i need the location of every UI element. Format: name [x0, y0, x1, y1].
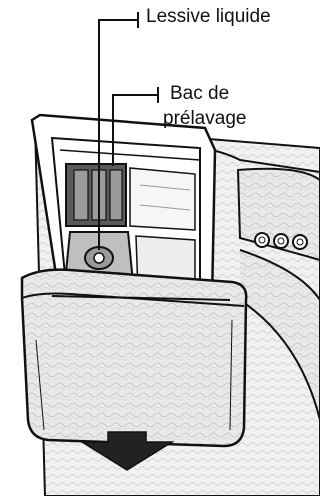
prewash-compartment-label-line1: Bac de: [170, 83, 229, 105]
dispenser-compartments: [66, 164, 195, 230]
prewash-compartment-label-line2: prélavage: [163, 108, 246, 130]
drawer-front: [22, 270, 246, 446]
liquid-detergent-label: Lessive liquide: [146, 6, 271, 28]
